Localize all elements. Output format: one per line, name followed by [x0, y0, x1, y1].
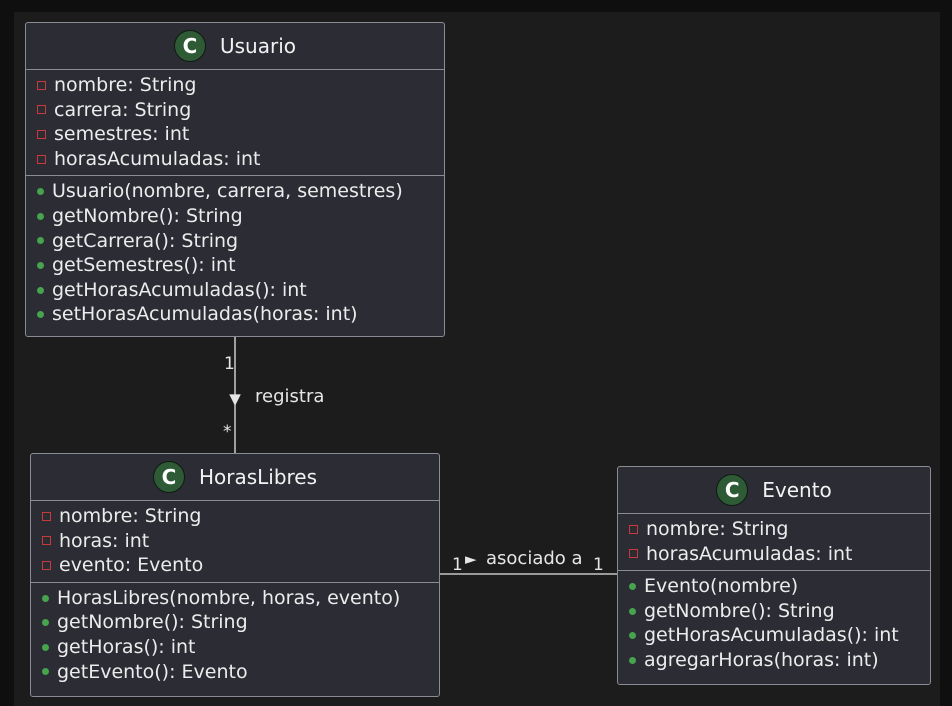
method-text: getNombre(): String: [644, 599, 835, 622]
public-visibility-icon: [629, 582, 636, 590]
method-text: setHorasAcumuladas(horas: int): [52, 303, 358, 326]
public-visibility-icon: [42, 594, 49, 602]
diagram-canvas: 1 ▼ registra * 1 ► asociado a 1 C Usuari…: [14, 12, 940, 706]
method-row: getHorasAcumuladas(): int: [618, 623, 930, 648]
method-row: getHoras(): int: [31, 635, 439, 660]
public-visibility-icon: [629, 656, 636, 664]
relations-layer: 1 ▼ registra * 1 ► asociado a 1: [223, 337, 617, 575]
method-text: HorasLibres(nombre, horas, evento): [57, 586, 401, 609]
public-visibility-icon: [37, 261, 44, 269]
public-visibility-icon: [42, 668, 49, 676]
public-visibility-icon: [42, 643, 49, 651]
methods-section: HorasLibres(nombre, horas, evento) getNo…: [31, 583, 439, 688]
class-header: C Usuario: [26, 23, 444, 70]
public-visibility-icon: [37, 188, 44, 196]
method-text: agregarHoras(horas: int): [644, 648, 879, 671]
class-horas-libres[interactable]: C HorasLibres nombre: String horas: int …: [30, 453, 440, 697]
attribute-row: horas: int: [31, 529, 439, 554]
method-row: getNombre(): String: [618, 599, 930, 624]
class-name: HorasLibres: [198, 465, 318, 489]
method-row: getNombre(): String: [31, 610, 439, 635]
class-usuario[interactable]: C Usuario nombre: String carrera: String…: [25, 22, 445, 337]
method-row: getCarrera(): String: [26, 229, 444, 254]
registra-target-multiplicity: *: [223, 422, 232, 442]
class-icon: C: [716, 474, 749, 506]
private-visibility-icon: [42, 511, 51, 521]
attribute-text: horasAcumuladas: int: [646, 542, 853, 565]
attribute-row: evento: Evento: [31, 553, 439, 578]
class-icon: C: [173, 30, 206, 62]
method-row: getNombre(): String: [26, 204, 444, 229]
asociado-label: asociado a: [486, 548, 583, 569]
attribute-text: nombre: String: [54, 74, 197, 96]
method-row: setHorasAcumuladas(horas: int): [26, 302, 444, 327]
private-visibility-icon: [37, 105, 46, 115]
attributes-section: nombre: String horas: int evento: Evento: [31, 501, 439, 583]
private-visibility-icon: [37, 154, 46, 164]
attribute-row: semestres: int: [26, 122, 444, 147]
methods-section: Usuario(nombre, carrera, semestres) getN…: [26, 176, 444, 331]
class-header: C Evento: [618, 467, 930, 514]
class-header: C HorasLibres: [31, 454, 439, 501]
attribute-text: semestres: int: [54, 123, 190, 146]
class-evento[interactable]: C Evento nombre: String horasAcumuladas:…: [617, 466, 931, 685]
attribute-text: nombre: String: [59, 505, 202, 527]
method-text: getEvento(): Evento: [57, 660, 248, 683]
attributes-section: nombre: String horasAcumuladas: int: [618, 514, 930, 572]
private-visibility-icon: [629, 549, 638, 559]
public-visibility-icon: [37, 237, 44, 245]
class-icon: C: [152, 461, 185, 493]
private-visibility-icon: [37, 80, 46, 90]
method-row: Usuario(nombre, carrera, semestres): [26, 179, 444, 204]
method-row: Evento(nombre): [618, 574, 930, 599]
registra-label: registra: [255, 386, 324, 407]
private-visibility-icon: [42, 536, 51, 546]
methods-section: Evento(nombre) getNombre(): String getHo…: [618, 571, 930, 676]
method-text: getNombre(): String: [57, 611, 248, 634]
attribute-text: evento: Evento: [59, 554, 204, 577]
public-visibility-icon: [37, 212, 44, 220]
attribute-row: carrera: String: [26, 98, 444, 123]
method-text: getHoras(): int: [57, 635, 196, 658]
public-visibility-icon: [629, 632, 636, 640]
method-text: getCarrera(): String: [52, 229, 239, 252]
attribute-row: horasAcumuladas: int: [618, 542, 930, 567]
asociado-target-multiplicity: 1: [593, 555, 604, 575]
asociado-source-multiplicity: 1: [452, 555, 463, 575]
method-row: getEvento(): Evento: [31, 660, 439, 685]
method-row: getSemestres(): int: [26, 253, 444, 278]
private-visibility-icon: [37, 129, 46, 139]
public-visibility-icon: [42, 619, 49, 627]
registra-source-multiplicity: 1: [224, 354, 235, 374]
method-row: getHorasAcumuladas(): int: [26, 278, 444, 303]
attribute-row: nombre: String: [26, 73, 444, 98]
attribute-text: carrera: String: [54, 98, 192, 121]
method-text: getSemestres(): int: [52, 254, 236, 277]
public-visibility-icon: [37, 311, 44, 319]
method-text: Usuario(nombre, carrera, semestres): [52, 180, 403, 203]
private-visibility-icon: [42, 560, 51, 570]
method-text: getHorasAcumuladas(): int: [52, 278, 307, 301]
private-visibility-icon: [629, 524, 638, 534]
attribute-row: nombre: String: [31, 504, 439, 529]
attributes-section: nombre: String carrera: String semestres…: [26, 70, 444, 177]
public-visibility-icon: [37, 286, 44, 294]
attribute-text: nombre: String: [646, 518, 789, 540]
attribute-text: horas: int: [59, 529, 150, 552]
registra-direction-arrow: ▼: [229, 390, 241, 408]
attribute-row: nombre: String: [618, 517, 930, 542]
class-name: Evento: [762, 478, 832, 502]
attribute-text: horasAcumuladas: int: [54, 147, 261, 170]
method-row: HorasLibres(nombre, horas, evento): [31, 586, 439, 611]
asociado-direction-arrow: ►: [465, 550, 477, 568]
method-text: getHorasAcumuladas(): int: [644, 624, 899, 647]
public-visibility-icon: [629, 607, 636, 615]
method-text: Evento(nombre): [644, 575, 799, 598]
attribute-row: horasAcumuladas: int: [26, 147, 444, 172]
method-row: agregarHoras(horas: int): [618, 648, 930, 673]
method-text: getNombre(): String: [52, 204, 243, 227]
class-name: Usuario: [219, 34, 296, 58]
